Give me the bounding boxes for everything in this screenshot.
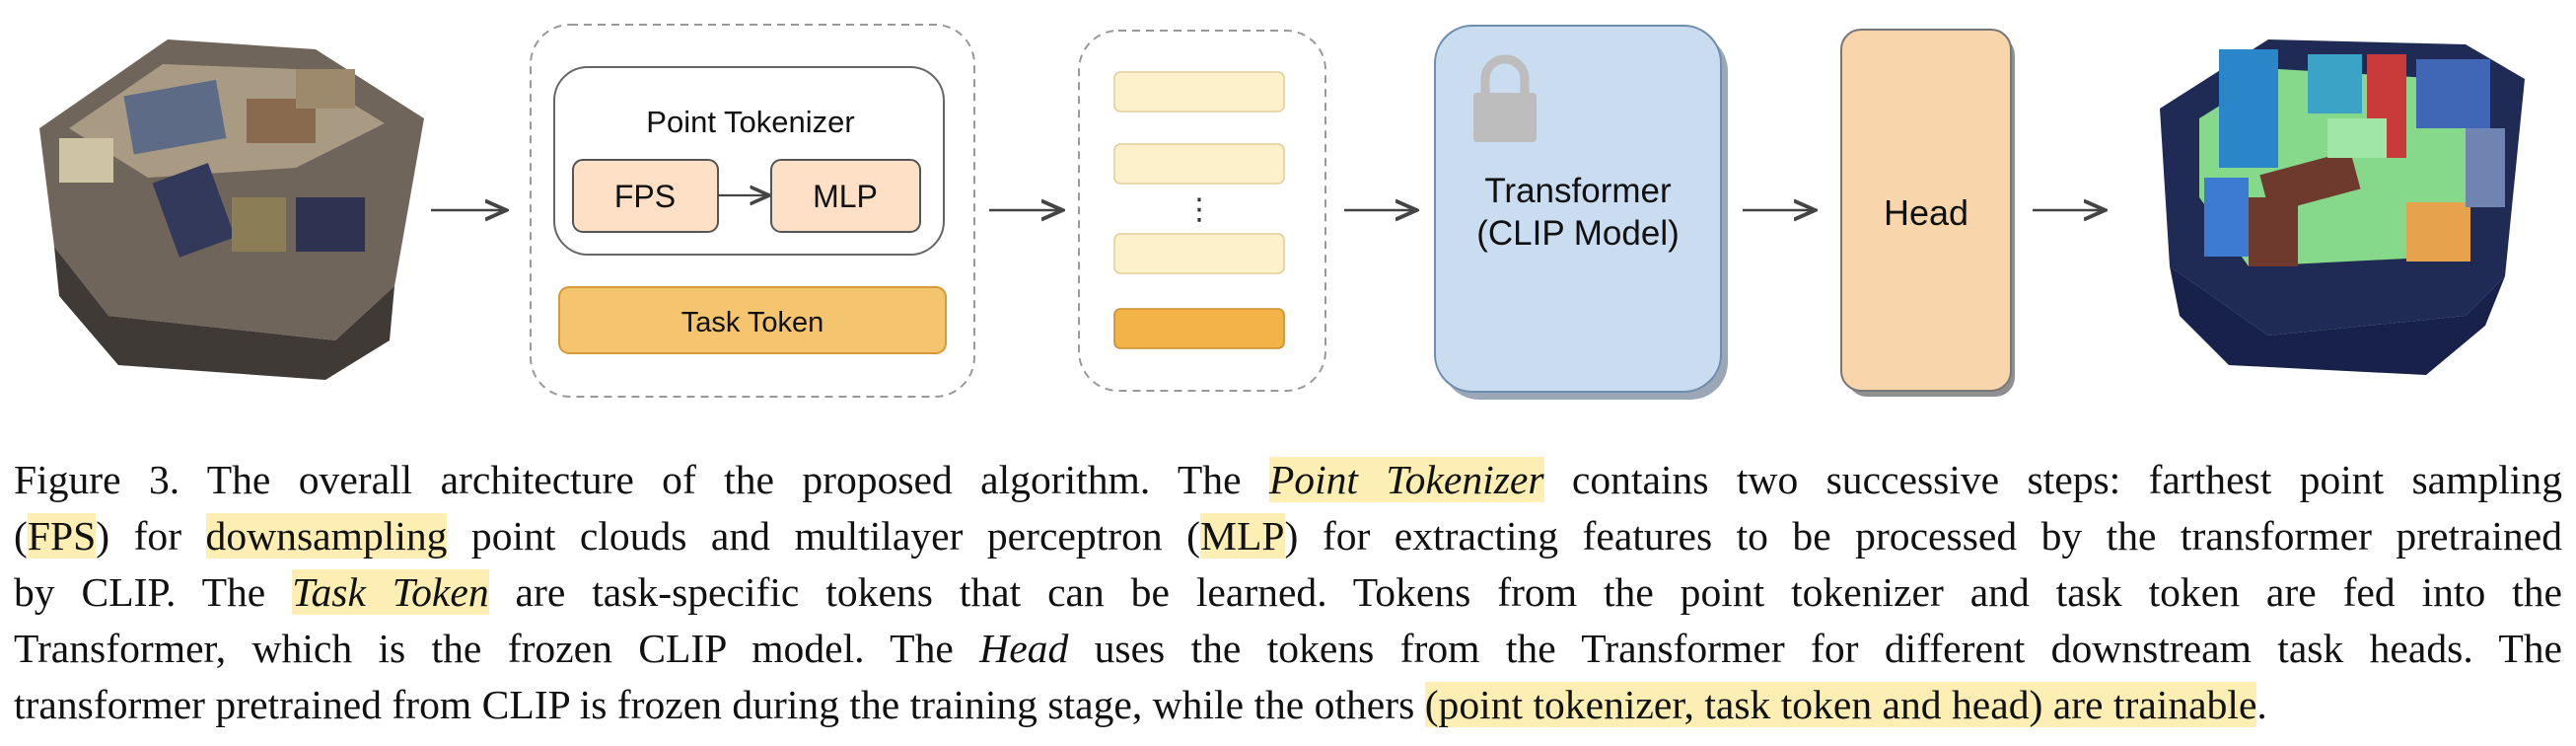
head-label: Head — [1884, 192, 1968, 233]
token-2 — [1113, 143, 1285, 185]
token-ellipsis: ⋮ — [1184, 192, 1214, 227]
task-token-box — [558, 286, 947, 354]
caption-line-5: transformer pretrained from CLIP is froz… — [14, 682, 2267, 727]
point-tokenizer-title: Point Tokenizer — [646, 105, 854, 139]
head-box — [1840, 29, 2012, 392]
tokenizer-group-frame — [530, 24, 975, 398]
mlp-box — [770, 159, 921, 233]
caption-line-4: Transformer, which is the frozen CLIP mo… — [14, 626, 2562, 671]
caption-line-3: by CLIP. The Task Token are task-specifi… — [14, 569, 2562, 615]
caption-line-2: (FPS) for downsampling point clouds and … — [14, 513, 2562, 559]
token-list-frame — [1078, 30, 1326, 392]
mlp-label: MLP — [813, 179, 878, 214]
transformer-sublabel: (CLIP Model) — [1476, 214, 1680, 253]
lock-icon — [1473, 54, 1537, 142]
architecture-figure: Point Tokenizer FPS MLP Task Token ⋮ Tra… — [39, 24, 2525, 400]
caption-line-1: Figure 3. The overall architecture of th… — [14, 457, 2562, 502]
fps-label: FPS — [614, 179, 676, 214]
token-1 — [1113, 71, 1285, 112]
transformer-label: Transformer — [1484, 172, 1672, 210]
segmented-point-cloud-image — [2160, 39, 2525, 375]
task-token-bar — [1113, 308, 1285, 349]
task-token-label: Task Token — [681, 307, 824, 338]
figure-caption: Figure 3. The overall architecture of th… — [14, 452, 2562, 733]
input-point-cloud-image — [39, 39, 424, 380]
token-3 — [1113, 233, 1285, 274]
